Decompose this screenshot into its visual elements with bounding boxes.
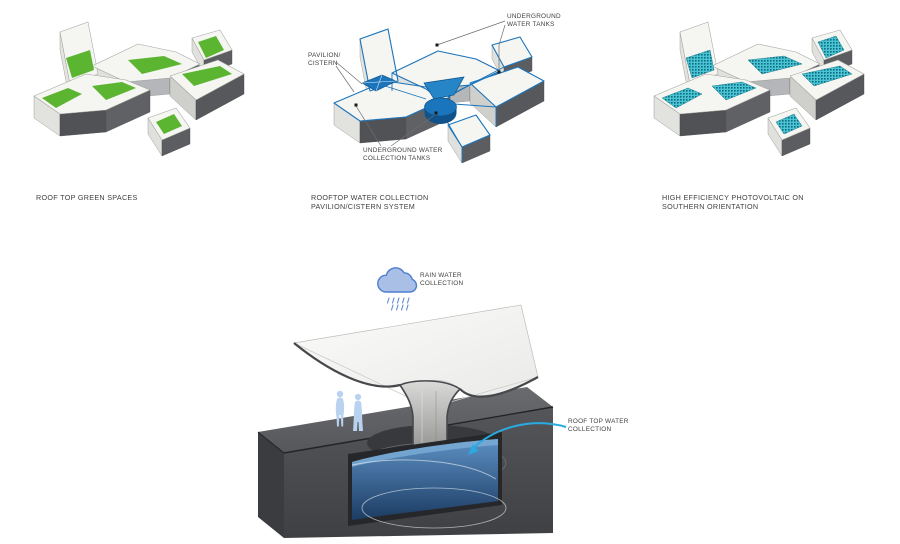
rain-cloud-icon [377, 267, 418, 311]
pavilion-roof-patch [361, 74, 397, 92]
label-underground-collection-tanks: UNDERGROUND WATER COLLECTION TANKS [363, 147, 443, 163]
underground-cistern [348, 432, 507, 529]
label-line: RAIN WATER [420, 272, 462, 279]
label-line: CISTERN [308, 60, 338, 67]
people-silhouettes [335, 390, 363, 431]
label-line: COLLECTION [420, 280, 464, 287]
label-line: PAVILION/ [308, 52, 341, 59]
label-line: WATER TANKS [507, 21, 555, 28]
caption-water-collection: ROOFTOP WATER COLLECTION PAVILION/CISTER… [311, 193, 429, 211]
label-rooftop-water-collection: ROOF TOP WATER COLLECTION [568, 418, 629, 434]
caption-photovoltaic: HIGH EFFICIENCY PHOTOVOLTAIC ON SOUTHERN… [662, 193, 804, 211]
label-rain-water-collection: RAIN WATER COLLECTION [420, 272, 463, 288]
water-collection-diagram [333, 28, 545, 163]
section-diagram [257, 267, 567, 538]
caption-line: ROOF TOP GREEN SPACES [36, 193, 138, 202]
annotation-leaders [335, 20, 506, 147]
label-line: UNDERGROUND WATER [363, 147, 443, 154]
caption-line: ROOFTOP WATER COLLECTION [311, 193, 429, 202]
pavilion-cistern-shape [423, 76, 465, 124]
pavilion-canopy [293, 304, 539, 404]
caption-line: HIGH EFFICIENCY PHOTOVOLTAIC ON [662, 193, 804, 202]
caption-line: SOUTHERN ORIENTATION [662, 202, 759, 212]
caption-line: PAVILION/CISTERN SYSTEM [311, 202, 416, 212]
green-roofs-diagram [34, 22, 244, 156]
label-line: ROOF TOP WATER [568, 418, 629, 425]
label-line: COLLECTION [568, 426, 612, 433]
label-underground-water-tanks: UNDERGROUND WATER TANKS [507, 13, 561, 29]
label-line: UNDERGROUND [507, 13, 561, 20]
photovoltaic-diagram [654, 22, 864, 156]
label-pavilion-cistern: PAVILION/ CISTERN [308, 52, 341, 68]
caption-green-roofs: ROOF TOP GREEN SPACES [36, 193, 138, 202]
label-line: COLLECTION TANKS [363, 155, 431, 162]
water-arrow [468, 422, 567, 455]
